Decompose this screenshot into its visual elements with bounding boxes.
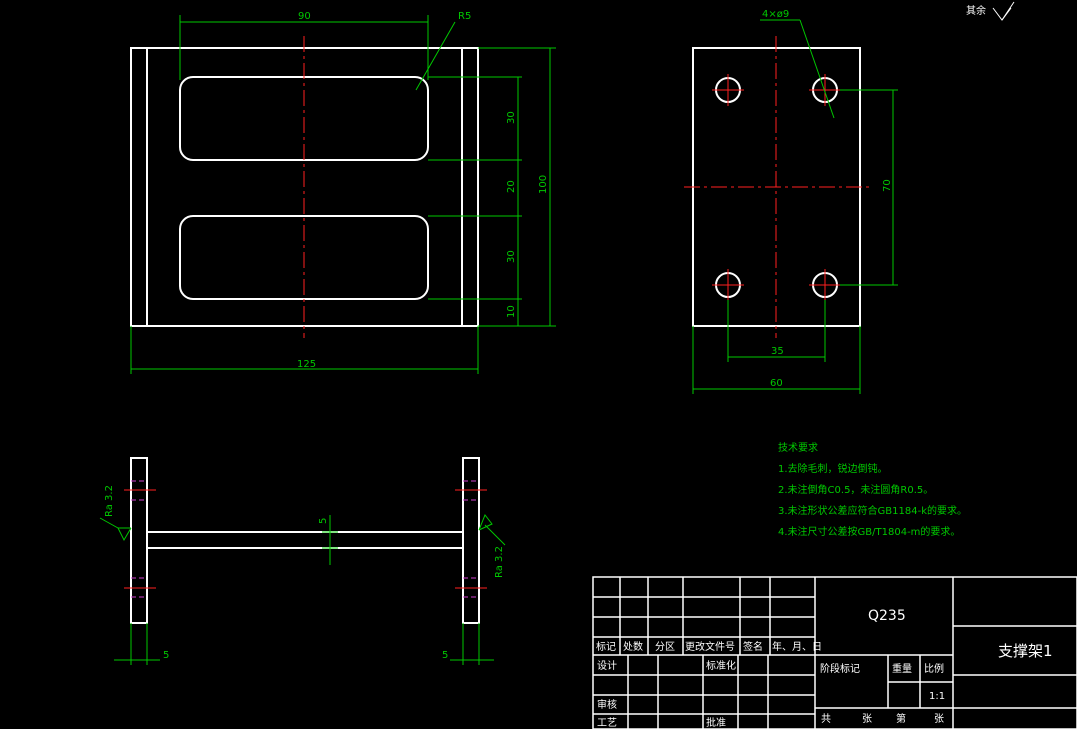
dim-70: 70	[882, 179, 893, 192]
tb-header-zone: 分区	[655, 641, 675, 653]
tb-scale-value: 1:1	[929, 691, 945, 702]
dim-20: 20	[506, 180, 517, 193]
tb-approve: 批准	[706, 716, 726, 729]
side-view: 4×ø9 70 35 60	[684, 9, 898, 394]
dim-4-holes: 4×ø9	[762, 9, 789, 20]
tb-header-mark: 标记	[596, 641, 616, 653]
left-plate	[130, 457, 148, 624]
roughness-right: Ra 3.2	[494, 546, 505, 578]
tech-item-1: 1.去除毛刺，锐边倒钝。	[778, 462, 888, 475]
tb-header-date: 年、月、日	[772, 640, 822, 653]
tb-page: 第	[896, 712, 906, 725]
dim-90: 90	[298, 11, 311, 22]
dim-125: 125	[297, 359, 316, 370]
tb-header-count: 处数	[623, 640, 643, 653]
front-view: 90 R5 125 100 30 20 30 10	[130, 11, 556, 374]
tech-item-3: 3.未注形状公差应符合GB1184-k的要求。	[778, 504, 967, 517]
technical-requirements: 技术要求 1.去除毛刺，锐边倒钝。 2.未注倒角C0.5，未注圆角R0.5。 3…	[778, 441, 967, 538]
tb-weight: 重量	[892, 662, 912, 675]
dim-10: 10	[506, 305, 517, 318]
tech-item-4: 4.未注尺寸公差按GB/T1804-m的要求。	[778, 525, 960, 538]
dim-plate-left-5: 5	[163, 650, 169, 661]
tb-page-unit: 张	[934, 713, 944, 725]
dim-plate-right-5: 5	[442, 650, 448, 661]
tb-design: 设计	[597, 659, 617, 672]
tb-stage-mark: 阶段标记	[820, 662, 860, 675]
tb-standardization: 标准化	[706, 659, 736, 672]
dim-30-lower: 30	[506, 250, 517, 263]
surface-mark-text: 其余	[966, 4, 986, 17]
tb-process: 工艺	[597, 717, 617, 729]
title-block: 标记 处数 分区 更改文件号 签名 年、月、日 设计 标准化 审核 工艺 批准 …	[592, 576, 1077, 729]
tb-part-name: 支撑架1	[998, 642, 1053, 660]
tb-review: 审核	[597, 698, 617, 711]
dim-35: 35	[771, 346, 784, 357]
tb-material: Q235	[868, 608, 906, 624]
tb-header-signature: 签名	[743, 640, 763, 653]
tech-item-2: 2.未注倒角C0.5，未注圆角R0.5。	[778, 483, 933, 496]
tb-scale: 比例	[924, 662, 944, 675]
dim-60: 60	[770, 378, 783, 389]
tb-header-change-doc: 更改文件号	[685, 640, 735, 653]
surface-finish-mark: 其余	[966, 1, 1015, 21]
tb-total: 共	[821, 713, 831, 725]
dim-30-upper: 30	[506, 111, 517, 124]
tech-title: 技术要求	[778, 441, 818, 454]
dim-web-5: 5	[318, 518, 329, 524]
roughness-left: Ra 3.2	[104, 485, 115, 517]
right-plate	[462, 457, 480, 624]
dim-100: 100	[538, 175, 549, 194]
tb-sheet-unit: 张	[862, 713, 872, 725]
dim-r5: R5	[458, 11, 471, 22]
bottom-view: Ra 3.2 Ra 3.2 5 5 5	[99, 457, 506, 665]
